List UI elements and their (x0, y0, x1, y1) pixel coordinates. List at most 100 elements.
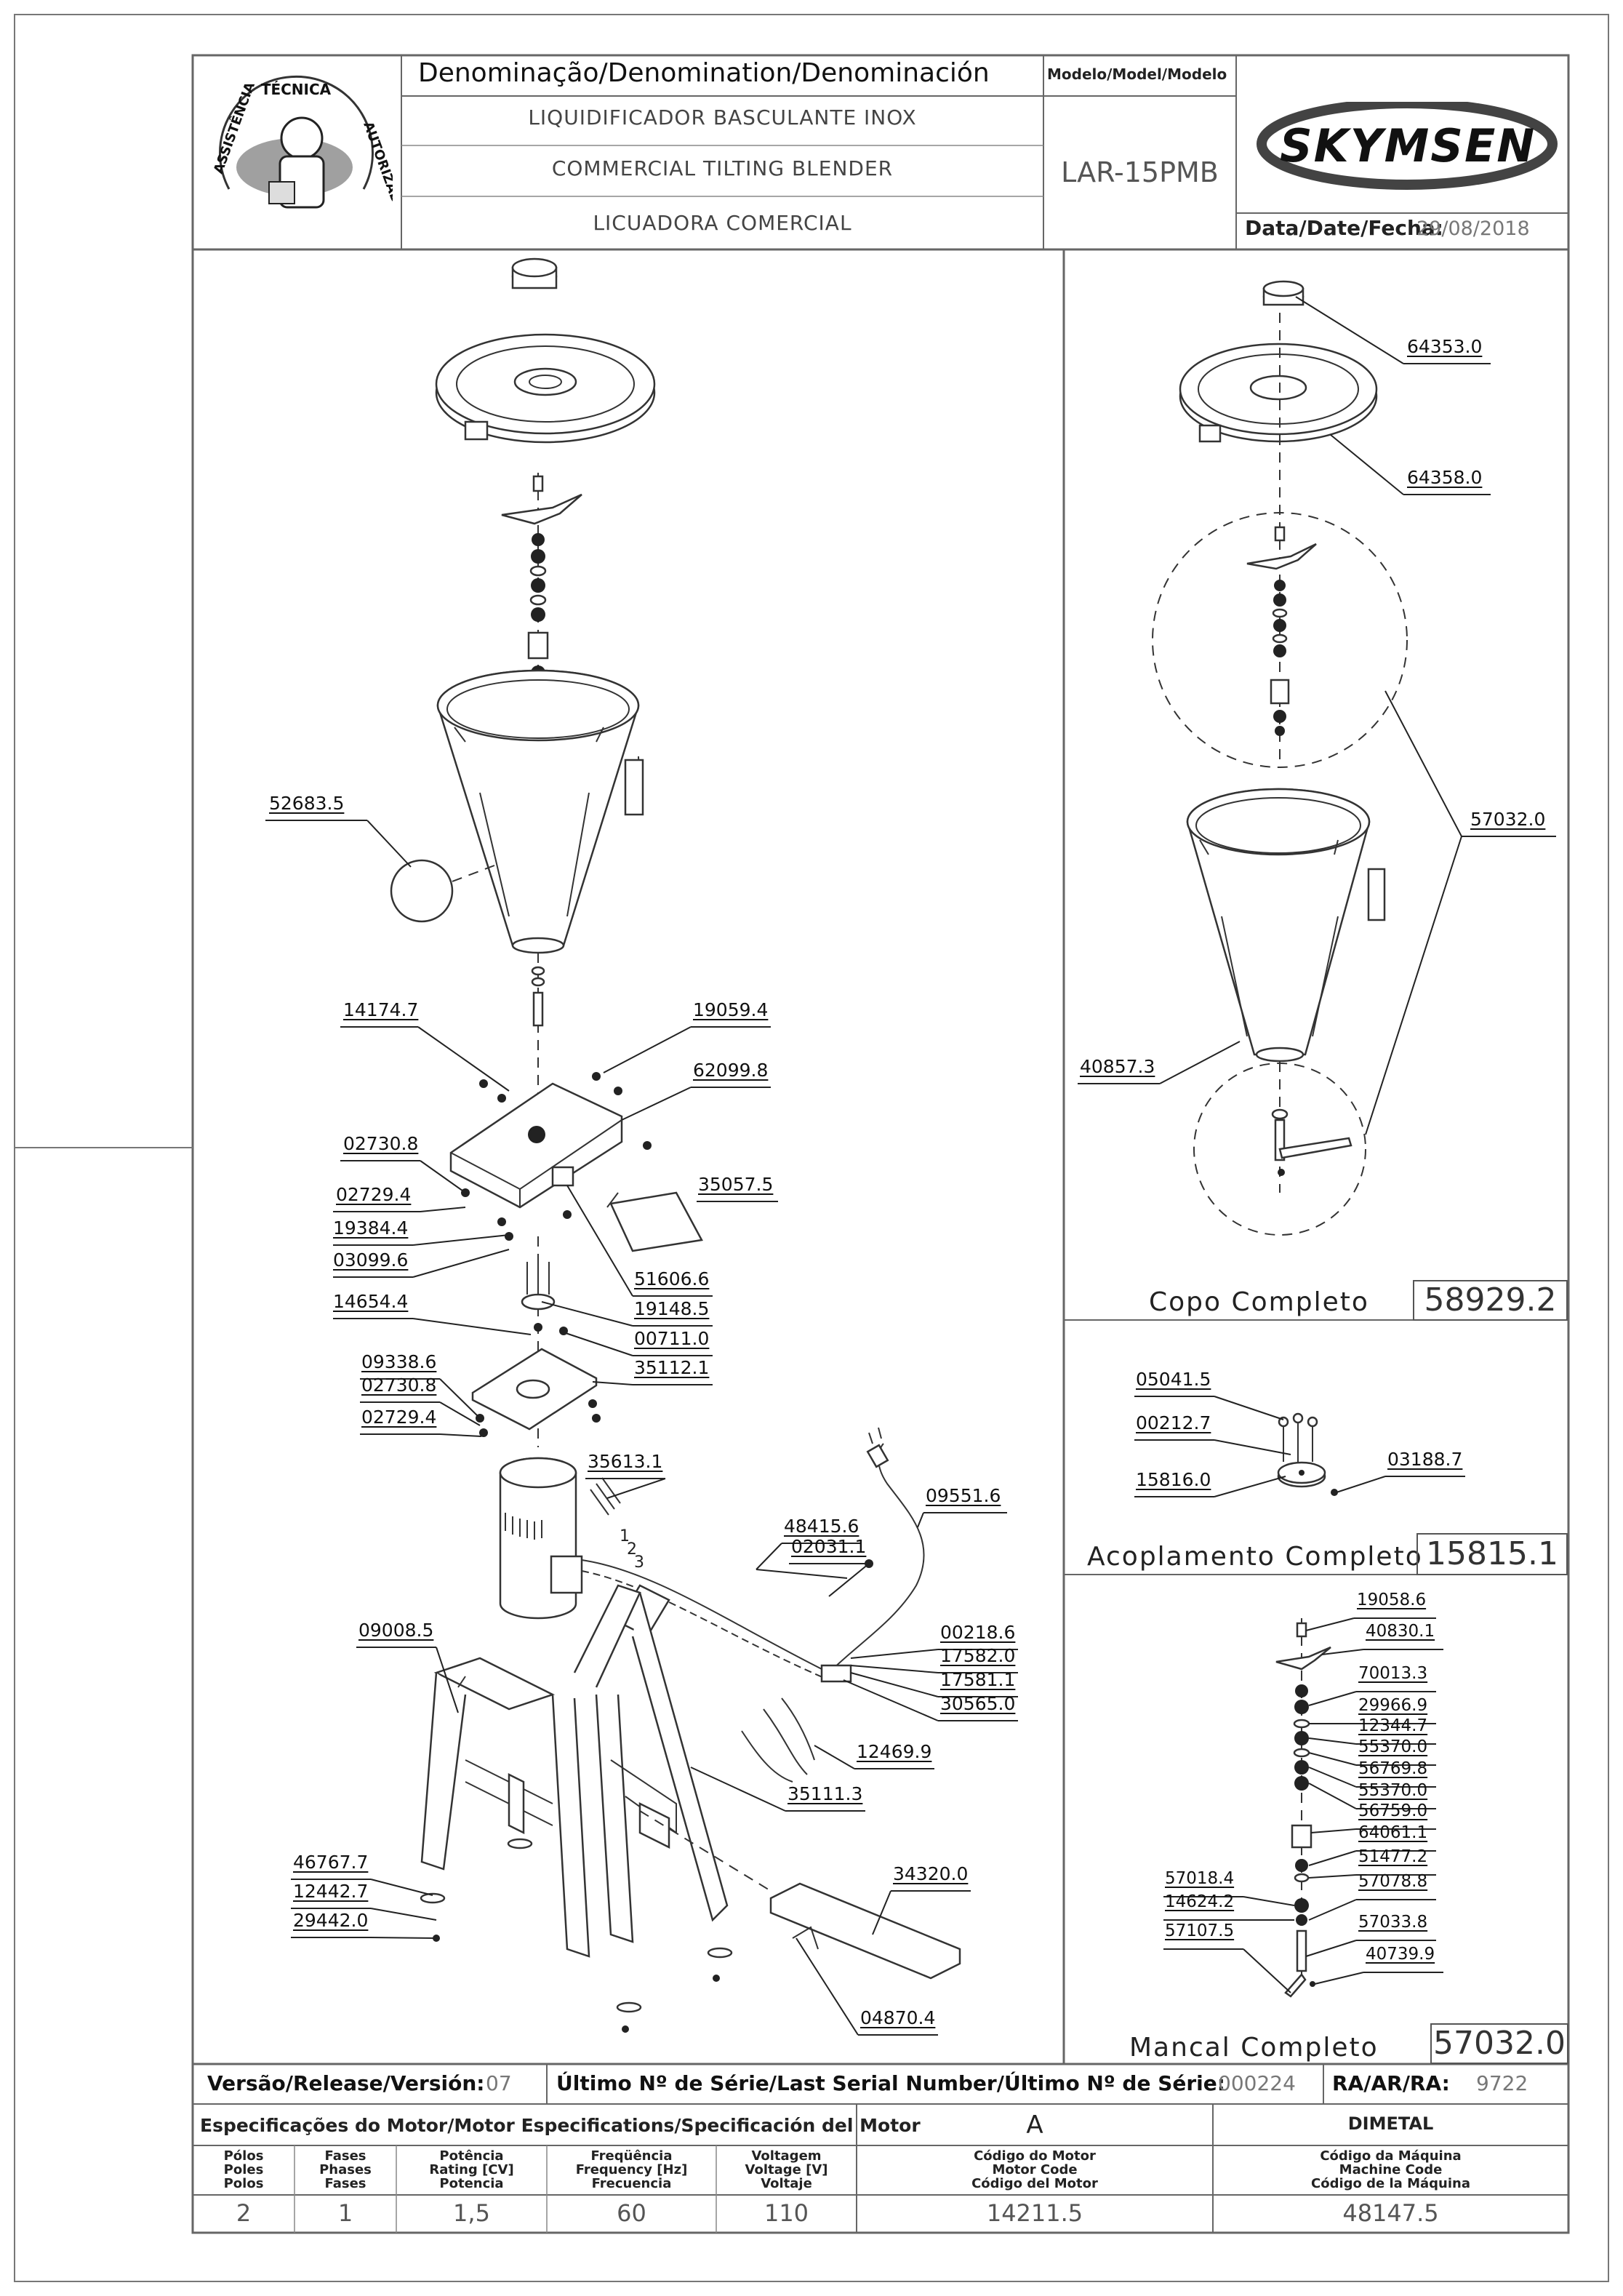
mancal-label-51477-2: 51477.2 (1358, 1847, 1428, 1866)
part-label-03099-6: 03099.6 (333, 1249, 409, 1271)
blade-stack-part (501, 473, 582, 698)
svg-text:TÉCNICA: TÉCNICA (261, 81, 332, 98)
mancal-label-40739-9: 40739.9 (1366, 1945, 1435, 1964)
copo-label-64358-0: 64358.0 (1407, 467, 1483, 488)
spec-value-rating: 1,5 (453, 2199, 490, 2227)
mancal-label-70013-3: 70013.3 (1358, 1664, 1428, 1683)
spec-header-voltage: Voltagem Voltage [V] Voltaje (745, 2148, 828, 2191)
copo-drawing (1152, 280, 1408, 1236)
part-label-19384-4: 19384.4 (333, 1217, 409, 1239)
product-name-en: COMMERCIAL TILTING BLENDER (551, 156, 894, 180)
denomination-title: Denominação/Denomination/Denominación (418, 58, 990, 88)
part-label-04870-4: 04870.4 (860, 2007, 936, 2028)
part-label-14654-4: 14654.4 (333, 1291, 409, 1312)
motor-spec-title: Especificações do Motor/Motor Especifica… (200, 2115, 921, 2136)
part-label-02730-8-a: 02730.8 (343, 1133, 419, 1154)
part-label-29442-0: 29442.0 (293, 1910, 369, 1931)
spec-value-voltage: 110 (764, 2199, 809, 2227)
part-label-19059-4: 19059.4 (693, 999, 769, 1020)
mancal-title: Mancal Completo (1129, 2033, 1379, 2063)
springs-part (741, 1697, 815, 1783)
part-label-09008-5: 09008.5 (358, 1620, 434, 1641)
copo-title: Copo Completo (1149, 1287, 1369, 1317)
part-label-52683-5: 52683.5 (269, 793, 345, 814)
leader-lines (265, 820, 1018, 2036)
mancal-label-29966-9: 29966.9 (1358, 1696, 1428, 1715)
copo-leaders (1078, 296, 1556, 1135)
ra-value: 9722 (1476, 2071, 1528, 2095)
serial-value: 000224 (1218, 2071, 1296, 2095)
part-label-35112-1: 35112.1 (634, 1357, 710, 1378)
product-name-es: LICUADORA COMERCIAL (593, 211, 852, 235)
spec-value-phases: 1 (337, 2199, 353, 2227)
mancal-label-14624-2: 14624.2 (1165, 1892, 1235, 1911)
motor-plate-part (471, 1348, 601, 1437)
product-name-pt: LIQUIDIFICADOR BASCULANTE INOX (528, 105, 917, 129)
part-label-48415-6: 48415.6 (784, 1516, 859, 1537)
copo-label-57032-0: 57032.0 (1470, 809, 1546, 830)
serial-label: Último Nº de Série/Last Serial Number/Úl… (556, 2071, 1225, 2095)
part-label-46767-7: 46767.7 (293, 1852, 369, 1873)
mancal-label-57107-5: 57107.5 (1165, 1921, 1235, 1940)
spec-header-frequency: Freqüência Frequency [Hz] Frecuencia (575, 2148, 688, 2191)
acoplamento-leaders (1134, 1396, 1465, 1497)
part-label-51606-6: 51606.6 (634, 1268, 710, 1289)
jug-part (436, 669, 644, 954)
part-label-00218-6: 00218.6 (940, 1622, 1016, 1643)
loose-part-disc (390, 859, 454, 923)
part-label-30565-0: 30565.0 (940, 1693, 1016, 1714)
spec-header-poles: Pólos Poles Polos (223, 2148, 264, 2191)
mancal-code: 57032.0 (1430, 2023, 1568, 2064)
part-label-17582-0: 17582.0 (940, 1645, 1016, 1666)
copo-label-40857-3: 40857.3 (1080, 1056, 1155, 1077)
upper-housing-part (449, 1072, 703, 1252)
acoplamento-drawing (1277, 1412, 1338, 1496)
mancal-label-19058-6: 19058.6 (1357, 1591, 1427, 1609)
mancal-label-57018-4: 57018.4 (1165, 1869, 1235, 1888)
mancal-leaders (1163, 1617, 1443, 1993)
part-label-09338-6: 09338.6 (361, 1351, 437, 1372)
mancal-drawing (1275, 1618, 1331, 1998)
cable-part (581, 1427, 925, 1683)
acoplamento-title: Acoplamento Completo (1087, 1542, 1423, 1572)
mancal-label-12344-7: 12344.7 (1358, 1716, 1428, 1735)
acoplamento-code: 15815.1 (1416, 1533, 1568, 1575)
ra-label: RA/AR/RA: (1332, 2071, 1450, 2095)
wire-number-3: 3 (634, 1553, 644, 1572)
mancal-label-55370-0-b: 55370.0 (1358, 1781, 1428, 1800)
wire-number-1: 1 (620, 1527, 630, 1545)
spec-value-motor-code: 14211.5 (986, 2199, 1083, 2227)
model-title: Modelo/Model/Modelo (1047, 65, 1227, 83)
side-bar-part (639, 1810, 961, 1980)
mancal-label-64061-1: 64061.1 (1358, 1823, 1428, 1842)
authorized-seal: TÉCNICA ASSISTÊNCIA AUTORIZADA (200, 65, 407, 244)
date-label: Data/Date/Fecha: (1245, 216, 1443, 240)
acoplamento-label-05041-5: 05041.5 (1136, 1369, 1211, 1390)
spec-value-frequency: 60 (617, 2199, 646, 2227)
part-label-17581-1: 17581.1 (940, 1669, 1016, 1690)
date-value: 29/08/2018 (1416, 217, 1530, 240)
acoplamento-label-15816-0: 15816.0 (1136, 1469, 1211, 1490)
part-label-34320-0: 34320.0 (893, 1863, 969, 1884)
mancal-label-57033-8: 57033.8 (1358, 1913, 1428, 1932)
acoplamento-label-03188-7: 03188.7 (1387, 1449, 1463, 1470)
version-label: Versão/Release/Versión: (207, 2071, 485, 2095)
mancal-label-56769-8: 56769.8 (1358, 1759, 1428, 1778)
wire-number-2: 2 (627, 1540, 637, 1559)
part-label-35613-1: 35613.1 (588, 1451, 663, 1472)
part-label-35057-5: 35057.5 (698, 1174, 774, 1195)
brand-logo: SKYMSEN (1240, 98, 1567, 211)
motor-class: A (1026, 2111, 1043, 2140)
spec-value-machine-code: 48147.5 (1342, 2199, 1439, 2227)
part-label-02729-4-b: 02729.4 (361, 1407, 437, 1428)
model-value: LAR-15PMB (1061, 156, 1219, 188)
spec-header-motor-code: Código do Motor Motor Code Código del Mo… (971, 2148, 1098, 2191)
part-label-12469-9: 12469.9 (857, 1741, 932, 1762)
brand-name: SKYMSEN (1280, 119, 1536, 172)
shaft-part (531, 953, 545, 1135)
mancal-label-56759-0: 56759.0 (1358, 1801, 1428, 1820)
part-label-00711-0: 00711.0 (634, 1328, 710, 1349)
part-label-09551-6: 09551.6 (926, 1485, 1001, 1506)
version-value: 07 (486, 2071, 512, 2095)
